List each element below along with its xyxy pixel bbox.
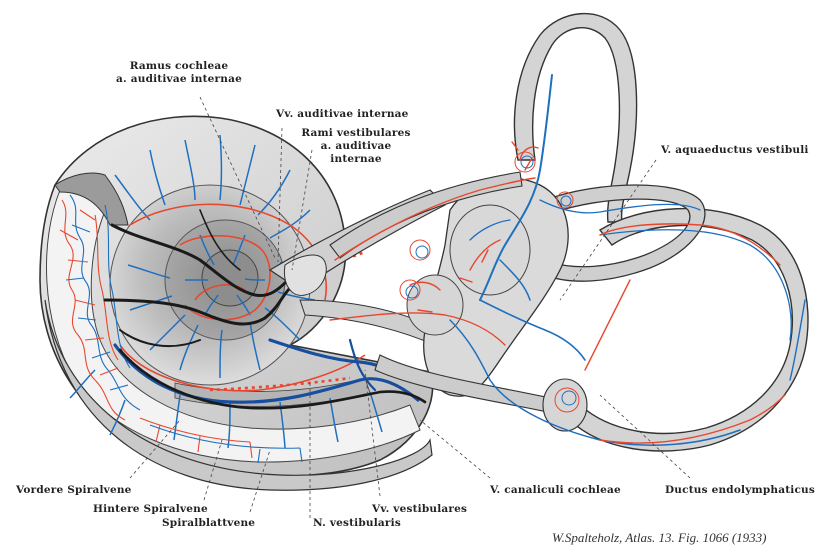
label-spiralblattvene: Spiralblattvene: [162, 517, 256, 529]
label-ductus-endolymphaticus: Ductus endolymphaticus: [665, 484, 816, 496]
spiral-vessel-network: [59, 194, 303, 464]
label-n-vestibularis: N. vestibularis: [313, 517, 401, 529]
label-rami-vestibulares: Rami vestibulares a. auditivae internae: [296, 127, 416, 166]
leader-hintere-spiralvene: [203, 439, 223, 501]
leader-v-aquaeductus: [559, 159, 657, 301]
leader-ductus-endolymphaticus: [599, 394, 691, 479]
cochlea-lower-rim: [44, 299, 433, 491]
leader-spiralblattvene: [249, 449, 271, 513]
label-vv-auditivae-internae: Vv. auditivae internae: [276, 108, 409, 120]
leader-vv-auditivae: [277, 127, 283, 263]
cochlea: [39, 115, 434, 491]
label-vordere-spiralvene: Vordere Spiralvene: [16, 484, 132, 496]
label-ramus-cochleae-line1: Ramus cochleae: [129, 60, 229, 72]
cochlear-nerve-stump: [283, 254, 327, 296]
leader-rami-vestibulares: [291, 149, 313, 271]
dark-spiral-veins: [103, 209, 292, 347]
label-rami-vestibulares-line1: Rami vestibulares: [301, 127, 411, 139]
figure-caption: W.Spalteholz, Atlas. 13. Fig. 1066 (1933…: [552, 530, 767, 545]
label-rami-vestibulares-line2: a. auditivae: [320, 140, 392, 152]
label-ramus-cochleae: Ramus cochleae a. auditivae internae: [104, 60, 254, 86]
saccule: [406, 274, 464, 336]
label-v-canaliculi-cochleae: V. canaliculi cochleae: [490, 484, 621, 496]
utricle: [449, 204, 531, 296]
label-rami-vestibulares-line3: internae: [330, 153, 382, 165]
cochlea-cut-edge: [54, 172, 129, 226]
cochlear-radial-veins: [69, 134, 383, 449]
label-ramus-cochleae-line2: a. auditivae internae: [116, 73, 242, 85]
ampullary-capillaries: [399, 151, 580, 413]
label-hintere-spiralvene: Hintere Spiralvene: [93, 503, 208, 515]
vestibular-veins: [449, 74, 806, 446]
label-v-aquaeductus-vestibuli: V. aquaeductus vestibuli: [661, 144, 809, 156]
label-vv-vestibulares: Vv. vestibulares: [372, 503, 468, 515]
leader-lines: [129, 96, 691, 518]
vestibular-arteries: [329, 141, 786, 444]
leader-vordere-spiralvene: [129, 419, 181, 479]
anterior-spiral-vein: [118, 348, 427, 410]
